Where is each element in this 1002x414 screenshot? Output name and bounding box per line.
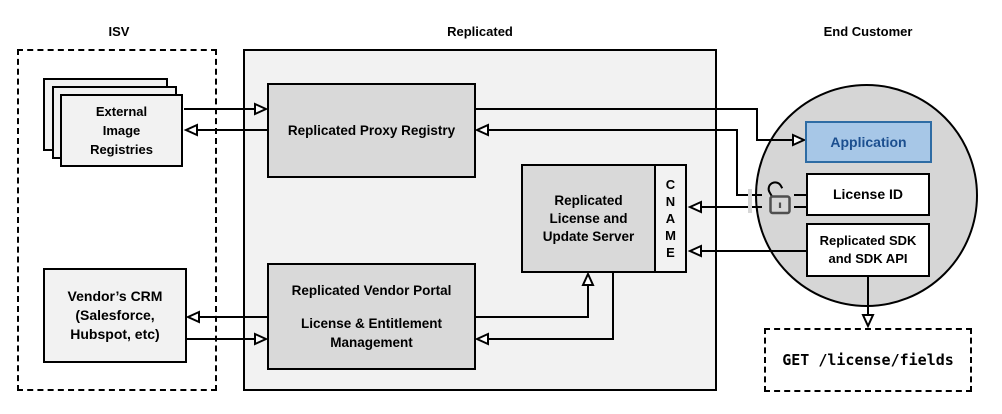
unlock-shackle (767, 181, 784, 197)
license-id-label: License ID (832, 186, 904, 202)
arrow-proxy-to-application (476, 108, 793, 141)
arrow-server-to-portal (488, 273, 614, 340)
arrowhead-registries-to-proxy (254, 102, 269, 116)
external-image-registries-box: External Image Registries (60, 94, 183, 167)
crm-label-line: Hubspot, etc) (70, 326, 160, 342)
vendor-portal-box: Replicated Vendor Portal License & Entit… (267, 263, 476, 370)
server-label-line: Replicated (554, 192, 623, 208)
crm-label-line: (Salesforce, (75, 307, 155, 323)
server-label-line: Update Server (542, 228, 635, 244)
unlock-icon (767, 181, 791, 215)
arrow-portal-to-server (476, 285, 589, 318)
arrowhead-proxy-to-application (792, 133, 807, 147)
crm-label-line: Vendor’s CRM (67, 288, 163, 304)
registries-label-line: Registries (90, 142, 153, 157)
arrowhead-server-to-portal (474, 332, 489, 346)
vendor-portal-subtitle-line: License & Entitlement (300, 316, 443, 331)
proxy-registry-label: Replicated Proxy Registry (287, 123, 456, 138)
arrowhead-licenseid-to-cname (687, 200, 702, 214)
application-box: Application (805, 121, 932, 163)
registries-label-line: External (95, 104, 148, 119)
cname-letter: E (666, 245, 675, 260)
cname-letter: N (665, 194, 676, 209)
application-label: Application (830, 134, 907, 150)
server-label-line: License and (549, 210, 628, 226)
cname-letter: A (665, 211, 676, 226)
arrowhead-crm-to-portal (254, 332, 269, 346)
license-id-box: License ID (806, 173, 930, 216)
cname-letter: C (665, 177, 676, 192)
proxy-registry-box: Replicated Proxy Registry (267, 83, 476, 178)
vendor-portal-subtitle-line: Management (330, 335, 413, 350)
lock-line-gap (748, 189, 752, 213)
arrowhead-licenseid-to-proxy (474, 123, 489, 137)
isv-section-label: ISV (108, 24, 130, 39)
license-update-server-box: Replicated License and Update Server (521, 164, 656, 273)
sdk-label-line: Replicated SDK (819, 233, 917, 248)
arrowhead-proxy-to-registries (183, 123, 198, 137)
end-customer-section-label: End Customer (823, 24, 913, 39)
cname-letter: M (665, 228, 676, 243)
get-license-fields-box: GET /license/fields (764, 328, 972, 392)
arrowhead-sdk-to-get-request (861, 314, 875, 329)
isv-section-frame (17, 49, 217, 391)
vendor-crm-box: Vendor’s CRM (Salesforce, Hubspot, etc) (43, 268, 187, 363)
vendor-portal-title: Replicated Vendor Portal (291, 283, 452, 298)
arrowhead-sdk-to-cname (687, 244, 702, 258)
arrowhead-portal-to-crm (185, 310, 200, 324)
arrowhead-portal-to-server (581, 271, 595, 286)
registries-label-line: Image (102, 123, 141, 138)
replicated-section-label: Replicated (447, 24, 513, 39)
get-request-label: GET /license/fields (782, 351, 954, 369)
sdk-label-line: and SDK API (828, 251, 908, 266)
cname-box: C N A M E (654, 164, 687, 273)
replicated-sdk-box: Replicated SDK and SDK API (806, 223, 930, 277)
